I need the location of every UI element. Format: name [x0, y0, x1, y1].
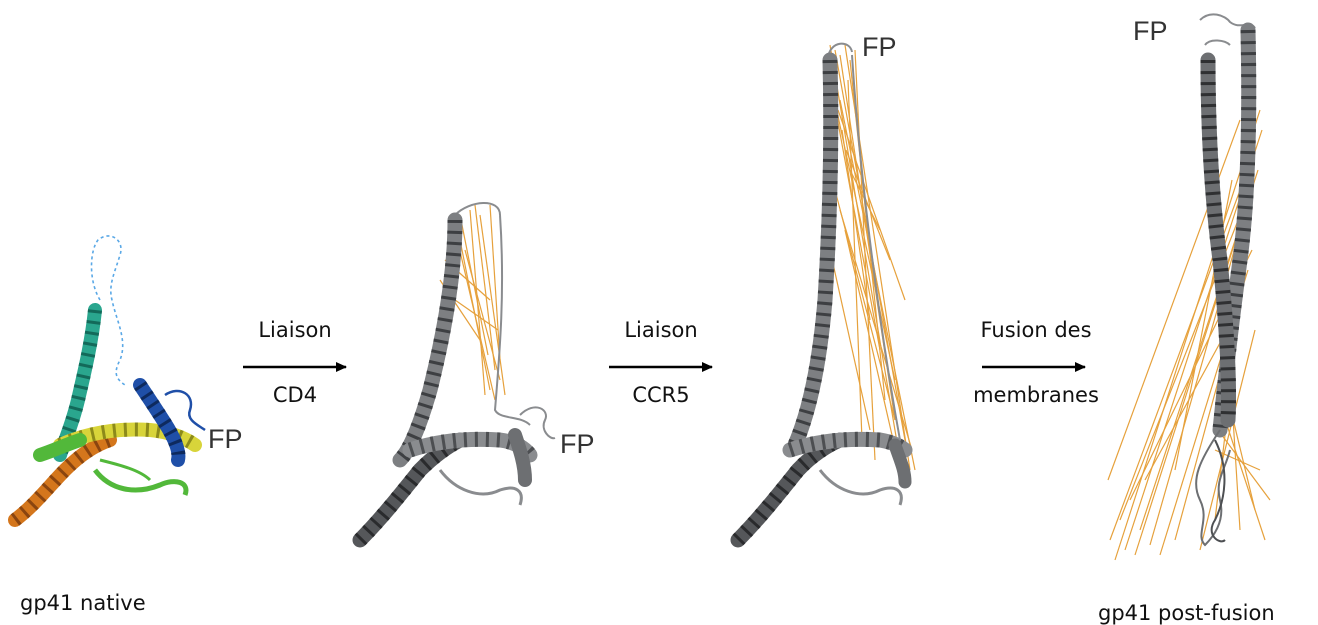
- transition-3-line1: Fusion des: [980, 318, 1091, 342]
- stage2-structure: [360, 203, 555, 540]
- transition-3-line2: membranes: [973, 383, 1099, 407]
- fp-label-stage3: FP: [862, 32, 897, 62]
- transition-1-line2: CD4: [273, 383, 317, 407]
- fp-label-stage4: FP: [1133, 16, 1168, 46]
- caption-post-fusion: gp41 post-fusion: [1098, 601, 1275, 625]
- helix-stage2-main: [400, 220, 455, 460]
- transition-1-line1: Liaison: [258, 318, 331, 342]
- native-structure: [15, 236, 205, 520]
- transition-2-line2: CCR5: [632, 383, 689, 407]
- stage4-structure: [1108, 14, 1270, 560]
- fp-label-stage2: FP: [560, 429, 595, 459]
- helix-blue: [140, 385, 178, 460]
- fp-label-stage1: FP: [208, 424, 243, 454]
- transition-2-line1: Liaison: [624, 318, 697, 342]
- stage3-structure: [738, 44, 915, 540]
- caption-native: gp41 native: [20, 591, 146, 615]
